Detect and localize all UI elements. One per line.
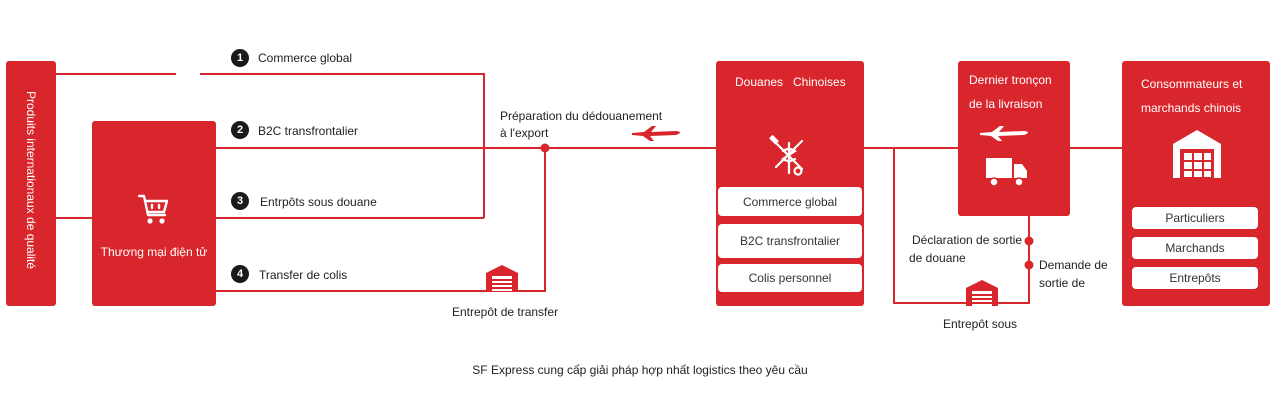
customs-title-b: Chinoises bbox=[793, 75, 846, 89]
airplane-icon bbox=[632, 126, 680, 141]
channel-1-label: Commerce global bbox=[258, 51, 353, 65]
ecommerce-label: Thương mại điện tử bbox=[100, 245, 208, 259]
channel-2-number: 2 bbox=[231, 121, 249, 139]
channel-1-number: 1 bbox=[231, 49, 249, 67]
channel-4-line bbox=[216, 148, 546, 292]
customs-box: Douanes Chinoises Commerce global B2C tr… bbox=[716, 61, 864, 306]
customs-item-parcel: Colis personnel bbox=[718, 264, 862, 292]
consumers-line2: marchands chinois bbox=[1141, 101, 1242, 115]
customs-item-commerce-global: Commerce global bbox=[718, 187, 862, 216]
exit-request-dot bbox=[1024, 260, 1034, 270]
consumers-item-individuals: Particuliers bbox=[1132, 207, 1258, 229]
last-mile-line1: Dernier tronçon bbox=[969, 73, 1052, 87]
shopping-cart-icon bbox=[137, 194, 169, 224]
export-clearance-line2: à l'export bbox=[500, 126, 549, 140]
consumers-box: Consommateurs et marchands chinois Parti… bbox=[1122, 61, 1270, 306]
channel-4-number: 4 bbox=[231, 265, 249, 283]
ecommerce-box: Thương mại điện tử bbox=[92, 121, 216, 306]
channel-3-label: Entrpôts sous douane bbox=[260, 195, 377, 209]
customs-emblem-icon bbox=[769, 135, 804, 176]
bonded-warehouse-label: Entrepôt sous bbox=[943, 317, 1018, 331]
origin-label: Produits internationaux de qualité bbox=[24, 90, 38, 270]
exit-request-line2: sortie de bbox=[1039, 276, 1086, 290]
export-clearance-line1: Préparation du dédouanement bbox=[500, 109, 663, 123]
transfer-warehouse-label: Entrepôt de transfer bbox=[452, 305, 559, 319]
truck-icon bbox=[986, 158, 1027, 187]
customs-exit-line2: de douane bbox=[909, 251, 966, 265]
channel-1-line-b bbox=[200, 73, 485, 218]
exit-request-line1: Demande de bbox=[1039, 258, 1108, 272]
warehouse-icon bbox=[966, 280, 998, 306]
consumers-line1: Consommateurs et bbox=[1141, 77, 1243, 91]
last-mile-line2: de la livraison bbox=[969, 97, 1043, 111]
customs-exit-line1: Déclaration de sortie bbox=[912, 233, 1023, 247]
origin-label-wrap: Produits internationaux de qualité bbox=[16, 60, 46, 300]
origin-box bbox=[6, 61, 56, 306]
channel-2-label: B2C transfrontalier bbox=[258, 124, 359, 138]
consumers-item-merchants: Marchands bbox=[1132, 237, 1258, 259]
channel-4-label: Transfer de colis bbox=[259, 268, 348, 282]
diagram-caption: SF Express cung cấp giải pháp hợp nhất l… bbox=[472, 363, 808, 377]
channel-3-number: 3 bbox=[231, 192, 249, 210]
export-junction-dot bbox=[540, 143, 550, 153]
customs-exit-dot bbox=[1024, 236, 1034, 246]
bonded-loop-line bbox=[893, 148, 1030, 304]
warehouse-goods-icon bbox=[1173, 130, 1221, 178]
airplane-icon bbox=[980, 126, 1028, 141]
customs-title-a: Douanes bbox=[735, 75, 784, 89]
last-mile-box: Dernier tronçon de la livraison bbox=[958, 61, 1070, 216]
warehouse-icon bbox=[486, 265, 518, 291]
consumers-item-warehouses: Entrepôts bbox=[1132, 267, 1258, 289]
customs-item-b2c: B2C transfrontalier bbox=[718, 224, 862, 258]
